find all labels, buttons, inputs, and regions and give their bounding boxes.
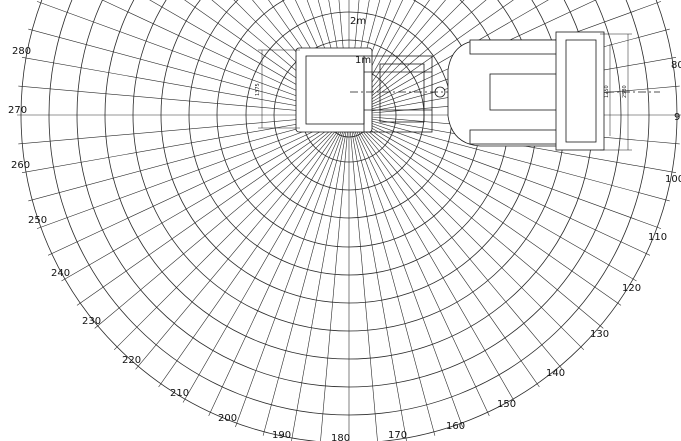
bearing-label-170: 170 [388, 430, 407, 441]
bearing-ray [348, 0, 416, 116]
bearing-label-200: 200 [218, 413, 237, 424]
bearing-label-250: 250 [28, 215, 47, 226]
loader-outline [295, 31, 660, 151]
bearing-label-120: 120 [622, 283, 641, 294]
bearing-ray [348, 114, 637, 282]
bearing-ray [348, 114, 378, 441]
bearing-ray [348, 114, 463, 428]
front-arm-top [469, 39, 563, 55]
bearing-label-130: 130 [590, 329, 609, 340]
bucket [555, 31, 605, 151]
bearing-label-90: 9 [674, 112, 680, 123]
ring-label-2m: 2m [350, 16, 366, 27]
bearing-ray [348, 114, 604, 329]
bearing-ray [18, 85, 350, 116]
bearing-ray [36, 114, 350, 229]
bearing-ray [135, 114, 350, 370]
bearing-label-150: 150 [497, 399, 516, 410]
bearing-ray [348, 114, 662, 229]
bearing-ray [348, 0, 446, 116]
bearing-ray [348, 0, 430, 116]
bearing-ray [348, 114, 516, 403]
bearing-ray [182, 114, 350, 403]
bearing-label-160: 160 [446, 421, 465, 432]
rear-body [295, 47, 373, 133]
bearing-ray [348, 114, 651, 256]
bearing-label-210: 210 [170, 388, 189, 399]
bearing-ray [348, 114, 407, 441]
bearing-ray [235, 114, 350, 428]
bearing-ray [76, 114, 350, 306]
bearing-ray [262, 114, 350, 436]
bearing-ray [348, 0, 487, 116]
bearing-ray [291, 114, 350, 441]
bearing-label-220: 220 [122, 355, 141, 366]
cab-frame [363, 55, 433, 133]
bearing-label-260: 260 [11, 160, 30, 171]
bearing-ray [348, 114, 563, 370]
bucket-inner [565, 39, 597, 143]
bearing-labels: 80 9 100 110 120 130 140 150 160 170 180… [8, 46, 681, 441]
bearing-label-270: 270 [8, 105, 27, 116]
bearing-ray [28, 114, 350, 202]
bearing-ray [94, 114, 350, 329]
front-arm-bottom [469, 129, 563, 145]
bearing-ray [320, 114, 350, 441]
bearing-ray [18, 114, 350, 145]
bearing-ray [348, 114, 436, 436]
bearing-label-240: 240 [51, 268, 70, 279]
bearing-ray [348, 0, 514, 116]
bearing-ray [208, 114, 350, 417]
bearing-ray [158, 114, 350, 388]
bearing-ray [113, 114, 350, 351]
bearing-ray [21, 114, 350, 173]
bearing-ray [47, 114, 350, 256]
dim-bucket-outer-label: 2580 [622, 85, 628, 98]
bearing-label-80: 80 [671, 60, 681, 71]
bearing-ray [21, 57, 350, 116]
bearing-ray [348, 114, 670, 202]
dim-seat-label: 1375 [255, 83, 261, 96]
bearing-ray [348, 114, 540, 388]
ring-label-1m: 1m [355, 55, 371, 66]
dimension-lines [258, 33, 632, 151]
bearing-ray [61, 114, 350, 282]
bearing-ray [348, 0, 465, 116]
bearing-label-100: 100 [665, 174, 681, 185]
bearing-label-180: 180 [331, 433, 350, 441]
dim-bucket-inner-label: 1250 [604, 85, 610, 98]
engine-block [379, 63, 425, 123]
bearing-label-190: 190 [272, 430, 291, 441]
bearing-ray [348, 114, 622, 306]
bearing-label-140: 140 [546, 368, 565, 379]
bearing-ray [348, 0, 549, 116]
bearing-ray [28, 28, 350, 116]
bearing-label-110: 110 [648, 232, 667, 243]
bearing-label-280: 280 [12, 46, 31, 57]
bearing-label-230: 230 [82, 316, 101, 327]
bearing-ray [348, 114, 585, 351]
bearing-ray [348, 114, 490, 417]
